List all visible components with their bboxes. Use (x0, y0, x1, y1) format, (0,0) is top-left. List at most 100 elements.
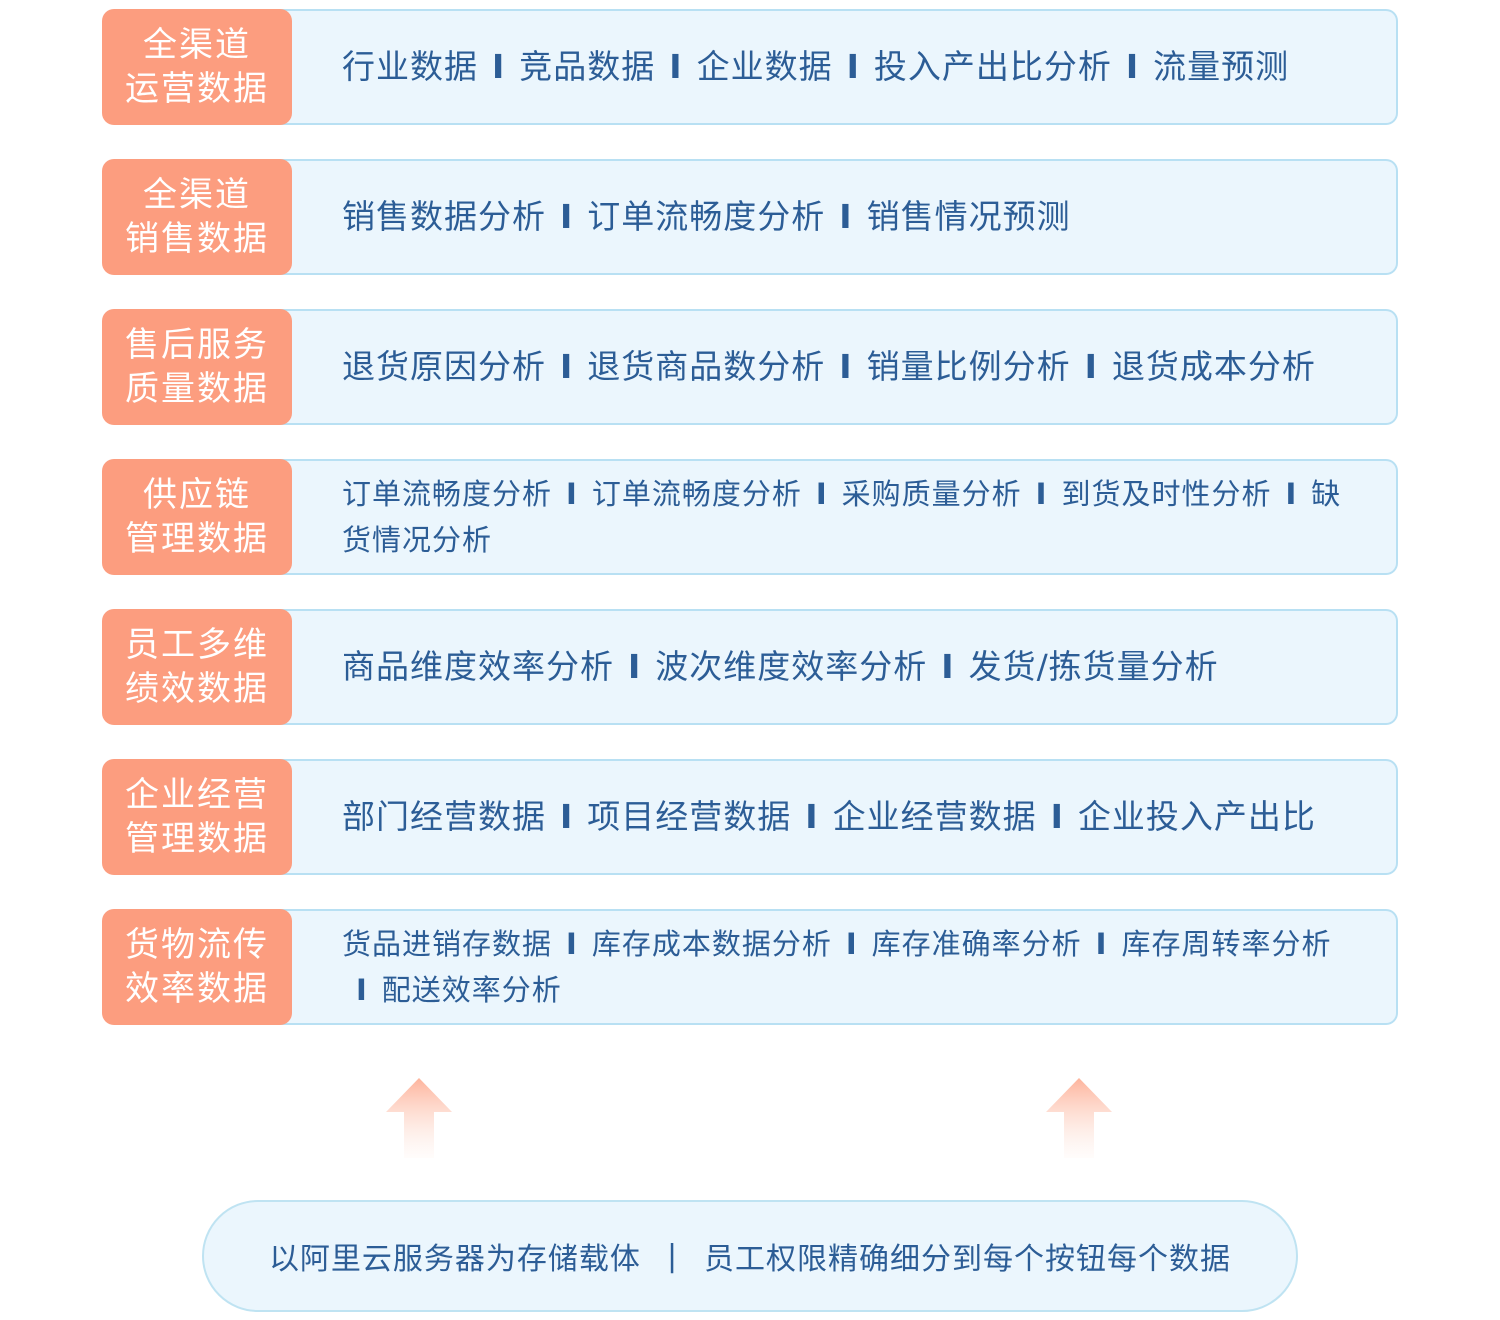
category-item: 采购质量分析 (841, 477, 1022, 511)
category-label-line: 效率数据 (125, 969, 269, 1009)
item-separator: I (1035, 477, 1048, 511)
item-separator: I (839, 197, 853, 236)
category-label: 全渠道销售数据 (102, 159, 292, 275)
category-item: 退货成本分析 (1111, 347, 1316, 386)
category-item: 缺货情况分析 (342, 477, 1342, 557)
category-item: 配送效率分析 (381, 973, 562, 1007)
category-item: 竞品数据 (519, 47, 656, 86)
category-label-line: 管理数据 (125, 819, 269, 859)
item-separator: I (492, 47, 506, 86)
category-label-line: 全渠道 (143, 175, 251, 215)
category-item: 发货/拣货量分析 (968, 647, 1219, 686)
item-separator: I (566, 477, 578, 511)
category-label-line: 全渠道 (143, 25, 251, 65)
category-item: 销售情况预测 (866, 197, 1071, 236)
up-arrow-icon (386, 1078, 452, 1158)
category-label: 员工多维绩效数据 (102, 609, 292, 725)
category-item: 波次维度效率分析 (655, 647, 928, 686)
category-item: 库存周转率分析 (1121, 927, 1332, 961)
footer-permission-text: 员工权限精确细分到每个按钮每个数据 (704, 1242, 1232, 1277)
category-label-line: 运营数据 (125, 69, 269, 109)
category-label-line: 销售数据 (125, 219, 269, 259)
category-items: 行业数据 I 竞品数据 I 企业数据 I 投入产出比分析 I 流量预测 (342, 47, 1289, 87)
category-item: 企业数据 (696, 47, 833, 86)
category-item: 订单流畅度分析 (587, 197, 826, 236)
storage-footer: 以阿里云服务器为存储载体 | 员工权限精确细分到每个按钮每个数据 (202, 1200, 1298, 1312)
item-separator: I (566, 927, 578, 961)
item-separator: I (846, 47, 860, 86)
item-separator: I (805, 797, 819, 836)
item-separator: I (356, 973, 368, 1007)
category-label: 全渠道运营数据 (102, 9, 292, 125)
data-category-row: 行业数据 I 竞品数据 I 企业数据 I 投入产出比分析 I 流量预测 全渠道运营数据 (102, 9, 1398, 125)
category-items-panel: 销售数据分析 I 订单流畅度分析 I 销售情况预测 (270, 159, 1398, 275)
data-category-row: 商品维度效率分析 I 波次维度效率分析 I 发货/拣货量分析 员工多维绩效数据 (102, 609, 1398, 725)
item-separator: I (839, 347, 853, 386)
category-item: 项目经营数据 (587, 797, 792, 836)
category-item: 退货商品数分析 (587, 347, 826, 386)
category-item: 企业经营数据 (832, 797, 1037, 836)
category-item: 投入产出比分析 (873, 47, 1112, 86)
category-label: 供应链管理数据 (102, 459, 292, 575)
item-separator: I (1050, 797, 1064, 836)
item-separator: I (669, 47, 683, 86)
category-label-line: 管理数据 (125, 519, 269, 559)
category-label-line: 供应链 (143, 475, 251, 515)
category-label-line: 货物流传 (125, 925, 269, 965)
category-items-panel: 商品维度效率分析 I 波次维度效率分析 I 发货/拣货量分析 (270, 609, 1398, 725)
category-item: 库存准确率分析 (871, 927, 1082, 961)
category-item: 到货及时性分析 (1061, 477, 1272, 511)
category-items: 销售数据分析 I 订单流畅度分析 I 销售情况预测 (342, 197, 1071, 237)
category-label-line: 绩效数据 (125, 669, 269, 709)
category-items-panel: 部门经营数据 I 项目经营数据 I 企业经营数据 I 企业投入产出比 (270, 759, 1398, 875)
category-label-line: 质量数据 (125, 369, 269, 409)
category-label: 货物流传效率数据 (102, 909, 292, 1025)
category-item: 商品维度效率分析 (342, 647, 614, 686)
category-label: 企业经营管理数据 (102, 759, 292, 875)
up-arrow-icon (1046, 1078, 1112, 1158)
item-separator: I (1285, 477, 1298, 511)
category-item: 行业数据 (342, 47, 478, 86)
item-separator: I (815, 477, 828, 511)
category-items: 部门经营数据 I 项目经营数据 I 企业经营数据 I 企业投入产出比 (342, 797, 1316, 837)
category-item: 货品进销存数据 (342, 927, 553, 961)
data-category-row: 退货原因分析 I 退货商品数分析 I 销量比例分析 I 退货成本分析 售后服务质量数据 (102, 309, 1398, 425)
category-label: 售后服务质量数据 (102, 309, 292, 425)
item-separator: I (560, 797, 574, 836)
item-separator: I (941, 647, 955, 686)
category-item: 流量预测 (1153, 47, 1290, 86)
category-item: 库存成本数据分析 (591, 927, 832, 961)
item-separator: I (1095, 927, 1108, 961)
category-label-line: 售后服务 (125, 325, 269, 365)
category-items-panel: 行业数据 I 竞品数据 I 企业数据 I 投入产出比分析 I 流量预测 (270, 9, 1398, 125)
category-item: 企业投入产出比 (1077, 797, 1316, 836)
footer-storage-text: 以阿里云服务器为存储载体 (268, 1242, 641, 1277)
data-category-row: 部门经营数据 I 项目经营数据 I 企业经营数据 I 企业投入产出比 企业经营管理数据 (102, 759, 1398, 875)
category-items-panel: 退货原因分析 I 退货商品数分析 I 销量比例分析 I 退货成本分析 (270, 309, 1398, 425)
footer-separator: | (666, 1238, 679, 1274)
item-separator: I (560, 347, 574, 386)
category-item: 订单流畅度分析 (342, 477, 553, 511)
category-items: 退货原因分析 I 退货商品数分析 I 销量比例分析 I 退货成本分析 (342, 347, 1316, 387)
item-separator: I (1084, 347, 1098, 386)
category-items: 商品维度效率分析 I 波次维度效率分析 I 发货/拣货量分析 (342, 647, 1219, 687)
category-label-line: 员工多维 (125, 625, 269, 665)
item-separator: I (628, 647, 642, 686)
item-separator: I (845, 927, 858, 961)
data-category-row: 销售数据分析 I 订单流畅度分析 I 销售情况预测 全渠道销售数据 (102, 159, 1398, 275)
category-label-line: 企业经营 (125, 775, 269, 815)
category-item: 退货原因分析 (342, 347, 546, 386)
category-item: 订单流畅度分析 (591, 477, 802, 511)
category-item: 销量比例分析 (866, 347, 1071, 386)
item-separator: I (560, 197, 574, 236)
item-separator: I (1125, 47, 1140, 86)
category-item: 销售数据分析 (342, 197, 546, 236)
category-item: 部门经营数据 (342, 797, 546, 836)
